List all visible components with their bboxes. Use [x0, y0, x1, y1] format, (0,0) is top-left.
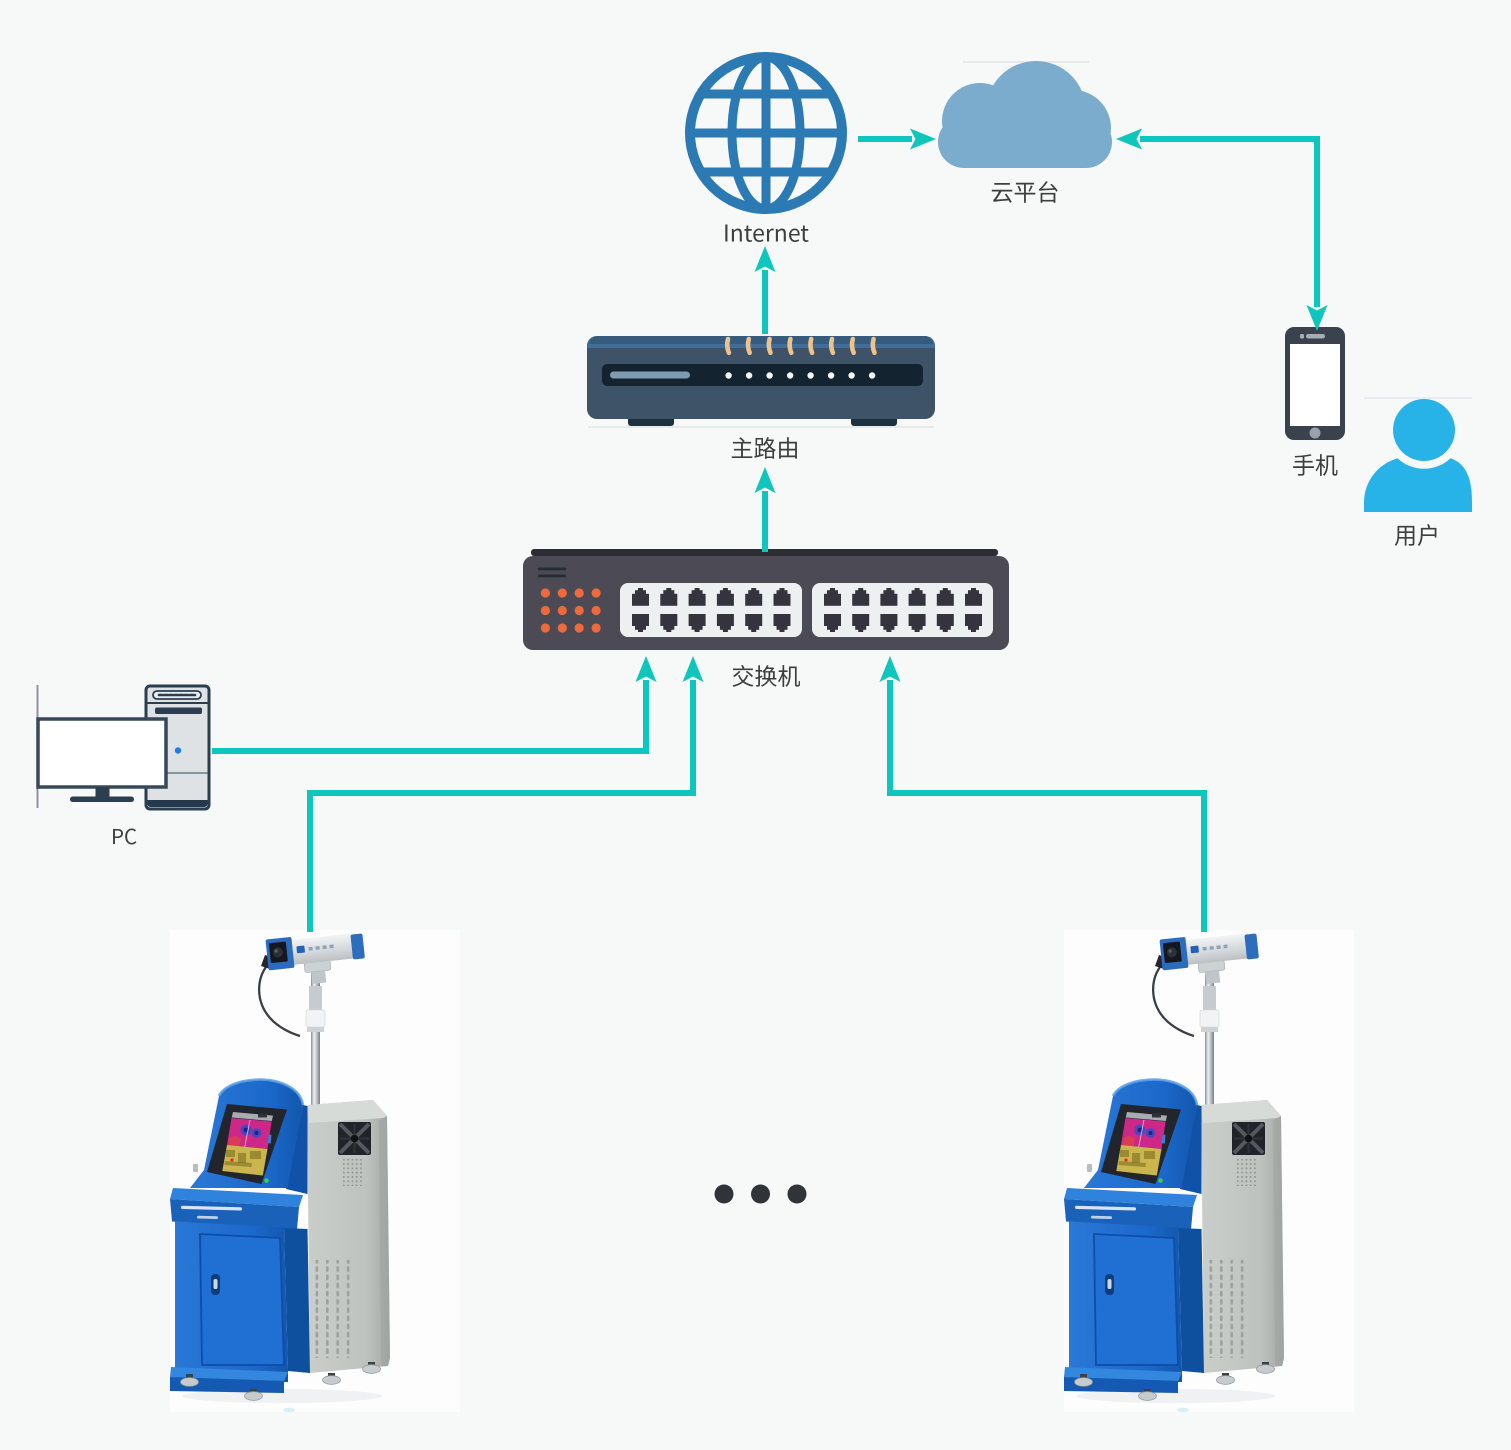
label-pc: PC	[110, 819, 138, 850]
switch-icon	[523, 549, 1009, 650]
internet-globe-icon	[685, 52, 847, 214]
user-icon	[1364, 399, 1472, 512]
mobile-phone-icon	[1285, 327, 1345, 440]
thermal-kiosk-left-image	[168, 927, 462, 1415]
arrow-pc-to-switch	[212, 656, 657, 754]
label-internet: Internet	[723, 214, 809, 249]
thermal-kiosk-right-image	[1062, 927, 1356, 1415]
arrow-switch-to-router	[754, 467, 776, 552]
arrow-cloud-phone	[1116, 128, 1328, 331]
arrow-internet-to-cloud	[858, 128, 936, 150]
label-user: 用户	[1394, 516, 1440, 551]
label-main-router: 主路由	[730, 429, 800, 464]
label-cloud-platform: 云平台	[990, 173, 1060, 208]
arrow-kiosk-right-to-switch	[879, 656, 1207, 932]
image-box-edges	[963, 61, 1472, 399]
arrow-kiosk-left-to-switch	[307, 656, 704, 932]
arrow-router-to-internet	[754, 246, 776, 334]
cloud-platform-icon	[938, 61, 1112, 168]
router-icon	[587, 336, 935, 428]
pc-icon	[36, 684, 211, 811]
label-mobile-phone: 手机	[1292, 446, 1338, 481]
label-switch: 交换机	[731, 657, 801, 692]
more-devices-ellipsis	[714, 1184, 807, 1204]
connectors	[212, 128, 1328, 932]
